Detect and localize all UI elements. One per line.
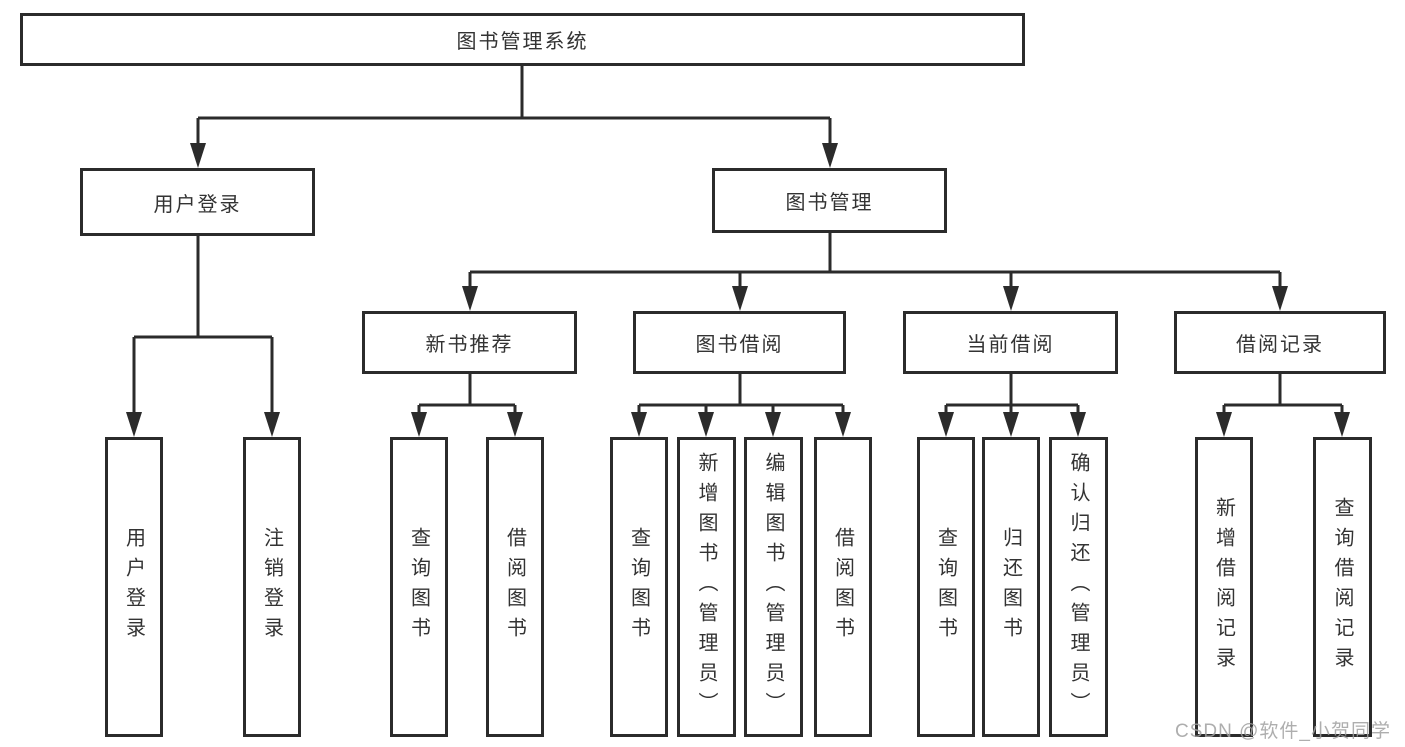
leaf-add-borrow-record: 新增借阅记录 xyxy=(1195,437,1253,737)
connector-borrowrecords-to-leaves xyxy=(1222,374,1344,414)
node-book-borrow: 图书借阅 xyxy=(633,311,846,374)
leaf-logout: 注销登录 xyxy=(243,437,301,737)
leaf-borrow-books-2: 借阅图书 xyxy=(814,437,872,737)
node-root-system: 图书管理系统 xyxy=(20,13,1025,66)
node-user-login: 用户登录 xyxy=(80,168,315,236)
leaf-query-borrow-record: 查询借阅记录 xyxy=(1313,437,1372,737)
connector-bookborrow-to-leaves xyxy=(637,374,845,414)
connector-userlogin-to-leaves xyxy=(132,236,274,414)
leaf-query-books-3: 查询图书 xyxy=(917,437,975,737)
node-book-management: 图书管理 xyxy=(712,168,947,233)
leaf-borrow-books-1: 借阅图书 xyxy=(486,437,544,737)
node-current-borrow: 当前借阅 xyxy=(903,311,1118,374)
csdn-watermark: CSDN @软件_小贺同学 xyxy=(1175,721,1391,742)
leaf-query-books-2: 查询图书 xyxy=(610,437,668,737)
connector-root-to-level2 xyxy=(196,66,832,146)
connector-newbooks-to-leaves xyxy=(417,374,517,414)
node-new-book-recommend: 新书推荐 xyxy=(362,311,577,374)
node-borrow-records: 借阅记录 xyxy=(1174,311,1386,374)
leaf-confirm-return-admin: 确认归还（管理员） xyxy=(1049,437,1108,737)
connector-currentborrow-to-leaves xyxy=(944,374,1080,414)
leaf-user-login: 用户登录 xyxy=(105,437,163,737)
leaf-query-books-1: 查询图书 xyxy=(390,437,448,737)
leaf-add-books-admin: 新增图书（管理员） xyxy=(677,437,736,737)
connector-bookmgmt-to-level3 xyxy=(468,233,1282,289)
leaf-return-books: 归还图书 xyxy=(982,437,1040,737)
leaf-edit-books-admin: 编辑图书（管理员） xyxy=(744,437,803,737)
